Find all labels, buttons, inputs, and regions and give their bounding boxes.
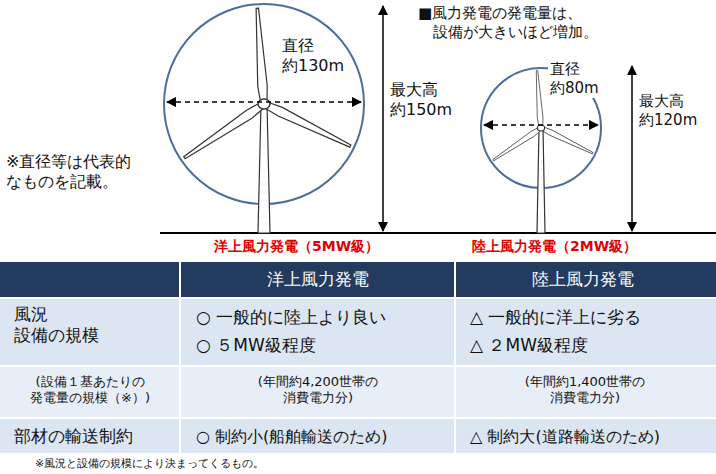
table-cell: (設備１基あたりの 発電量の規模（※）) bbox=[10, 374, 170, 407]
table-cell: ○ 制約小(船舶輸送のため) bbox=[196, 427, 388, 447]
tower bbox=[537, 128, 545, 233]
table-cell: 風況 設備の規模 bbox=[14, 304, 124, 347]
diameter-dimension bbox=[167, 101, 361, 103]
table-cell: (年間約1,400世帯の 消費電力分) bbox=[510, 374, 660, 407]
dimension-label: 直径 約80m bbox=[548, 60, 614, 98]
tower bbox=[258, 104, 270, 233]
table-cell: △ ２MW級程度 bbox=[470, 335, 588, 356]
footnote: ※風況と設備の規模により決まってくるもの。 bbox=[35, 457, 264, 471]
note: ※直径等は代表的 なものを記載。 bbox=[6, 152, 154, 192]
dimension-label: 直径 約130m bbox=[282, 36, 354, 76]
rotor-blades bbox=[182, 8, 353, 162]
turbine-caption: 陸上風力発電（2MW級） bbox=[472, 238, 637, 256]
table-cell: △ 制約大(道路輸送のため) bbox=[470, 427, 660, 447]
table-cell: ○ ５MW級程度 bbox=[196, 335, 316, 356]
table-cell: △ 一般的に洋上に劣る bbox=[470, 307, 641, 328]
note: ■風力発電の発電量は、 設備が大きいほど増加。 bbox=[418, 4, 618, 42]
height-dimension bbox=[631, 66, 633, 231]
table-cell: ○ 一般的に陸上より良い bbox=[196, 307, 386, 328]
dimension-label: 最大高 約120m bbox=[639, 92, 713, 130]
diameter-dimension bbox=[484, 124, 598, 126]
dimension-label: 最大高 約150m bbox=[390, 80, 474, 120]
table-divider bbox=[179, 262, 181, 453]
turbine-caption: 洋上風力発電（5MW級） bbox=[214, 238, 379, 256]
height-dimension bbox=[382, 6, 384, 231]
table-header: 洋上風力発電 bbox=[180, 269, 455, 290]
table-divider bbox=[454, 262, 456, 453]
ground-line bbox=[160, 232, 716, 234]
table-cell: 部材の輸送制約 bbox=[14, 426, 133, 447]
table-cell: (年間約4,200世帯の 消費電力分) bbox=[243, 374, 393, 407]
table-header: 陸上風力発電 bbox=[452, 269, 713, 290]
